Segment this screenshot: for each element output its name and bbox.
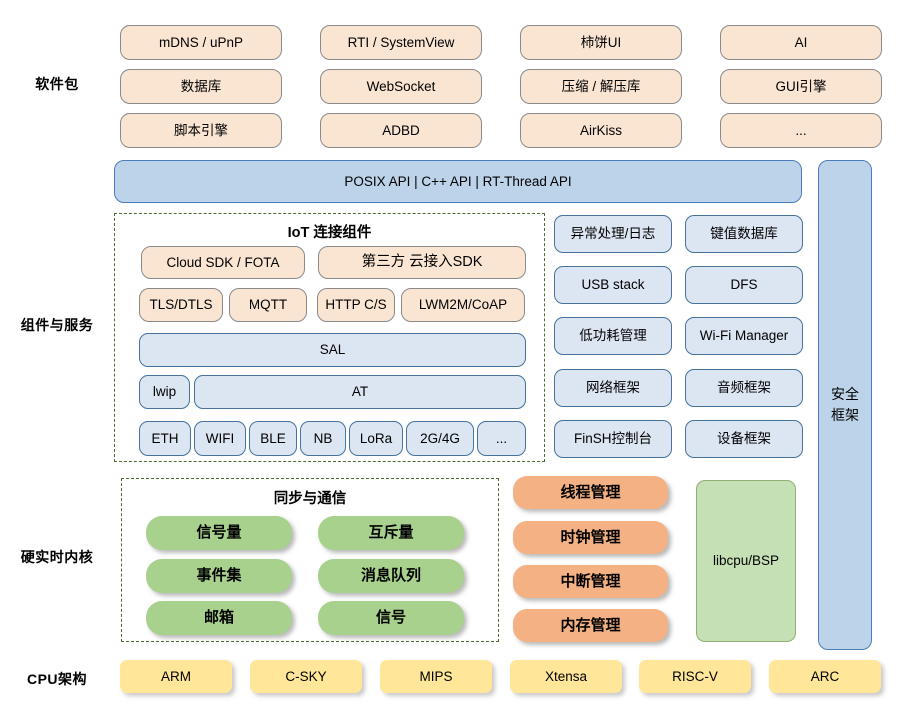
row-label-realtime-kernel: 硬实时内核: [20, 549, 94, 565]
component-box[interactable]: 低功耗管理: [554, 317, 672, 355]
kernel-management-box[interactable]: 内存管理: [513, 609, 668, 642]
iot-box[interactable]: MQTT: [229, 288, 307, 322]
iot-box[interactable]: LWM2M/CoAP: [401, 288, 525, 322]
kernel-management-box[interactable]: 时钟管理: [513, 521, 668, 554]
package-box[interactable]: RTI / SystemView: [320, 25, 482, 60]
package-box[interactable]: 脚本引擎: [120, 113, 282, 148]
link-box[interactable]: BLE: [249, 421, 297, 456]
kernel-sync-box[interactable]: 邮箱: [146, 601, 292, 635]
package-box[interactable]: WebSocket: [320, 69, 482, 104]
component-box[interactable]: FinSH控制台: [554, 420, 672, 458]
package-box[interactable]: GUI引擎: [720, 69, 882, 104]
component-box[interactable]: USB stack: [554, 266, 672, 304]
component-box[interactable]: 音频框架: [685, 369, 803, 407]
component-box[interactable]: DFS: [685, 266, 803, 304]
package-box[interactable]: ...: [720, 113, 882, 148]
cpu-arch-box[interactable]: ARM: [120, 660, 232, 693]
package-box[interactable]: ADBD: [320, 113, 482, 148]
link-box[interactable]: ...: [477, 421, 526, 456]
sal-box[interactable]: SAL: [139, 333, 526, 367]
package-box[interactable]: 数据库: [120, 69, 282, 104]
package-box[interactable]: 柿饼UI: [520, 25, 682, 60]
lwip-box[interactable]: lwip: [139, 375, 190, 409]
kernel-sync-box[interactable]: 信号: [318, 601, 464, 635]
kernel-management-box[interactable]: 中断管理: [513, 565, 668, 598]
cpu-arch-box[interactable]: RISC-V: [639, 660, 751, 693]
package-box[interactable]: AI: [720, 25, 882, 60]
component-box[interactable]: 键值数据库: [685, 215, 803, 253]
sync-comm-group: [121, 478, 499, 642]
cpu-arch-box[interactable]: MIPS: [380, 660, 492, 693]
kernel-sync-box[interactable]: 事件集: [146, 559, 292, 593]
iot-box[interactable]: TLS/DTLS: [139, 288, 223, 322]
api-bar[interactable]: POSIX API | C++ API | RT-Thread API: [114, 160, 802, 203]
link-box[interactable]: 2G/4G: [406, 421, 474, 456]
security-framework-box[interactable]: 安全 框架: [818, 160, 872, 650]
sync-comm-group-title: 同步与通信: [273, 491, 347, 507]
security-framework-label-line2: 框架: [831, 407, 859, 423]
iot-group-title: IoT 连接组件: [287, 225, 372, 241]
row-label-cpu-arch: CPU架构: [26, 671, 88, 687]
security-framework-label-line1: 安全: [831, 386, 859, 402]
iot-box[interactable]: HTTP C/S: [317, 288, 395, 322]
component-box[interactable]: 异常处理/日志: [554, 215, 672, 253]
component-box[interactable]: 网络框架: [554, 369, 672, 407]
link-box[interactable]: ETH: [139, 421, 191, 456]
package-box[interactable]: AirKiss: [520, 113, 682, 148]
kernel-management-box[interactable]: 线程管理: [513, 476, 668, 509]
row-label-software-packages: 软件包: [35, 76, 79, 92]
component-box[interactable]: Wi-Fi Manager: [685, 317, 803, 355]
component-box[interactable]: 设备框架: [685, 420, 803, 458]
iot-box[interactable]: Cloud SDK / FOTA: [141, 246, 305, 279]
kernel-sync-box[interactable]: 互斥量: [318, 516, 464, 550]
iot-box[interactable]: 第三方 云接入SDK: [318, 246, 526, 279]
libcpu-bsp-box[interactable]: libcpu/BSP: [696, 480, 796, 642]
cpu-arch-box[interactable]: Xtensa: [510, 660, 622, 693]
cpu-arch-box[interactable]: C-SKY: [250, 660, 362, 693]
iot-connectivity-group: [114, 213, 545, 462]
row-label-components-services: 组件与服务: [20, 317, 94, 333]
at-box[interactable]: AT: [194, 375, 526, 409]
link-box[interactable]: LoRa: [349, 421, 403, 456]
package-box[interactable]: 压缩 / 解压库: [520, 69, 682, 104]
link-box[interactable]: NB: [300, 421, 346, 456]
kernel-sync-box[interactable]: 消息队列: [318, 559, 464, 593]
cpu-arch-box[interactable]: ARC: [769, 660, 881, 693]
link-box[interactable]: WIFI: [194, 421, 246, 456]
kernel-sync-box[interactable]: 信号量: [146, 516, 292, 550]
package-box[interactable]: mDNS / uPnP: [120, 25, 282, 60]
